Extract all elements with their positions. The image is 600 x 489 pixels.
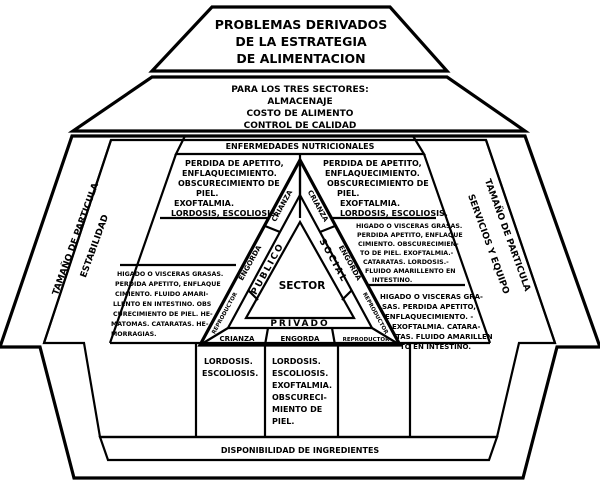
bottom-reproductor-label: REPRODUCTOR — [343, 337, 390, 343]
upper-left-line-1: PERDIDA DE APETITO, — [185, 159, 284, 168]
right-side-line-2: SERVICIOS Y EQUIPO — [465, 193, 511, 296]
bottom-center-line-1: LORDOSIS. — [272, 357, 321, 366]
bottom-center-line-3: EXOFTALMIA. — [272, 381, 332, 390]
lower-right-symptoms: HIGADO O VISCERAS GRA- SAS. PERDIDA APET… — [380, 293, 493, 351]
upper-right-line-5: EXOFTALMIA. — [340, 199, 400, 208]
upper-right-line-4: PIEL. — [337, 189, 359, 198]
lower-left-line-3: CIMIENTO. FLUIDO AMARI- — [115, 291, 209, 298]
bottom-center-line-6: PIEL. — [272, 417, 294, 426]
upper-right-line-6: LORDOSIS, ESCOLIOSIS. — [340, 209, 448, 218]
bottom-center-line-4: OBSCURECI- — [272, 393, 327, 402]
upper-left-line-3: OBSCURECIMIENTO DE — [178, 179, 280, 188]
bottom-left-symptoms: LORDOSIS. ESCOLIOSIS. — [202, 357, 258, 378]
mid-right-line-7: INTESTINO. — [372, 277, 412, 284]
right-side-panel: TAMAÑO DE PARTICULA SERVICIOS Y EQUIPO — [465, 177, 533, 295]
lower-left-line-7: MORRAGIAS. — [111, 331, 157, 338]
upper-right-line-2: ENFLAQUECIMIENTO. — [325, 169, 420, 178]
bottom-center-line-5: MIENTO DE — [272, 405, 322, 414]
lower-left-line-4: LLENTO EN INTESTINO. OBS — [113, 301, 212, 308]
upper-left-line-4: PIEL. — [196, 189, 218, 198]
lower-right-line-5: TAS. FLUIDO AMARILLEN — [396, 333, 493, 341]
bottom-crianza-label: CRIANZA — [220, 335, 255, 343]
sector-center-label: SECTOR — [279, 280, 326, 292]
mid-right-line-1: HIGADO O VISCERAS GRASAS. — [356, 223, 462, 230]
upper-right-line-1: PERDIDA DE APETITO, — [323, 159, 422, 168]
lower-left-symptoms: HIGADO O VISCERAS GRASAS. PERDIDA APETIT… — [111, 271, 223, 338]
three-sectors-line-4: CONTROL DE CALIDAD — [244, 121, 357, 131]
lower-right-line-2: SAS. PERDIDA APETITO, — [382, 303, 476, 311]
three-sectors-line-3: COSTO DE ALIMENTO — [247, 109, 354, 119]
bottom-left-line-1: LORDOSIS. — [204, 357, 253, 366]
three-sectors-block: PARA LOS TRES SECTORES: ALMACENAJE COSTO… — [231, 85, 368, 131]
bottom-center-symptoms: LORDOSIS. ESCOLIOSIS. EXOFTALMIA. OBSCUR… — [272, 357, 332, 426]
nutritional-diseases-label: ENFERMEDADES NUTRICIONALES — [226, 142, 375, 151]
mid-right-line-5: CATARATAS. LORDOSIS.- — [363, 259, 449, 266]
lower-right-line-6: TO EN INTESTINO. — [400, 343, 471, 351]
mid-right-line-6: FLUIDO AMARILLENTO EN — [365, 268, 456, 275]
title-block: PROBLEMAS DERIVADOS DE LA ESTRATEGIA DE … — [215, 17, 388, 66]
bottom-left-line-2: ESCOLIOSIS. — [202, 369, 258, 378]
sector-triangles — [197, 156, 403, 347]
outer-frame — [0, 5, 600, 480]
lower-right-line-3: ENFLAQUECIMIENTO. - — [385, 313, 473, 321]
upper-left-line-2: ENFLAQUECIMIENTO. — [182, 169, 277, 178]
upper-left-symptoms: PERDIDA DE APETITO, ENFLAQUECIMIENTO. OB… — [171, 159, 284, 218]
lower-left-line-6: MATOMAS. CATARATAS. HE- — [111, 321, 209, 328]
lower-left-line-5: CURECIMIENTO DE PIEL. HE- — [113, 311, 213, 318]
lower-left-line-1: HIGADO O VISCERAS GRASAS. — [117, 271, 223, 278]
mid-right-symptoms: HIGADO O VISCERAS GRASAS. PERDIDA APETIT… — [356, 223, 463, 284]
three-sectors-line-1: PARA LOS TRES SECTORES: — [231, 85, 368, 95]
mid-right-line-4: TO DE PIEL. EXOFTALMIA.- — [360, 250, 454, 257]
left-side-panel: TAMAÑO DE PARTICULA ESTABILIDAD — [50, 181, 111, 296]
mid-right-line-2: PERDIDA APETITO, ENFLAQUE — [357, 232, 463, 239]
lower-left-line-2: PERDIDA APETITO, ENFLAQUE — [115, 281, 221, 288]
privado-label: PRIVADO — [270, 319, 329, 329]
bottom-engorda-label: ENGORDA — [281, 335, 321, 343]
upper-right-line-3: OBSCURECIMIENTO DE — [327, 179, 429, 188]
upper-right-symptoms: PERDIDA DE APETITO, ENFLAQUECIMIENTO. OB… — [323, 159, 448, 218]
upper-left-line-5: EXOFTALMIA. — [174, 199, 234, 208]
lower-right-line-1: HIGADO O VISCERAS GRA- — [380, 293, 483, 301]
lower-right-line-4: EXOFTALMIA. CATARA- — [392, 323, 480, 331]
upper-left-line-6: LORDOSIS, ESCOLIOSIS. — [171, 209, 279, 218]
title-line-2: DE LA ESTRATEGIA — [235, 34, 367, 49]
mid-right-line-3: CIMIENTO. OBSCURECIMIEN- — [358, 241, 459, 248]
ingredients-label: DISPONIBILIDAD DE INGREDIENTES — [221, 446, 380, 455]
bottom-center-line-2: ESCOLIOSIS. — [272, 369, 328, 378]
title-line-3: DE ALIMENTACION — [236, 51, 365, 66]
three-sectors-line-2: ALMACENAJE — [267, 97, 332, 107]
title-line-1: PROBLEMAS DERIVADOS — [215, 17, 388, 32]
